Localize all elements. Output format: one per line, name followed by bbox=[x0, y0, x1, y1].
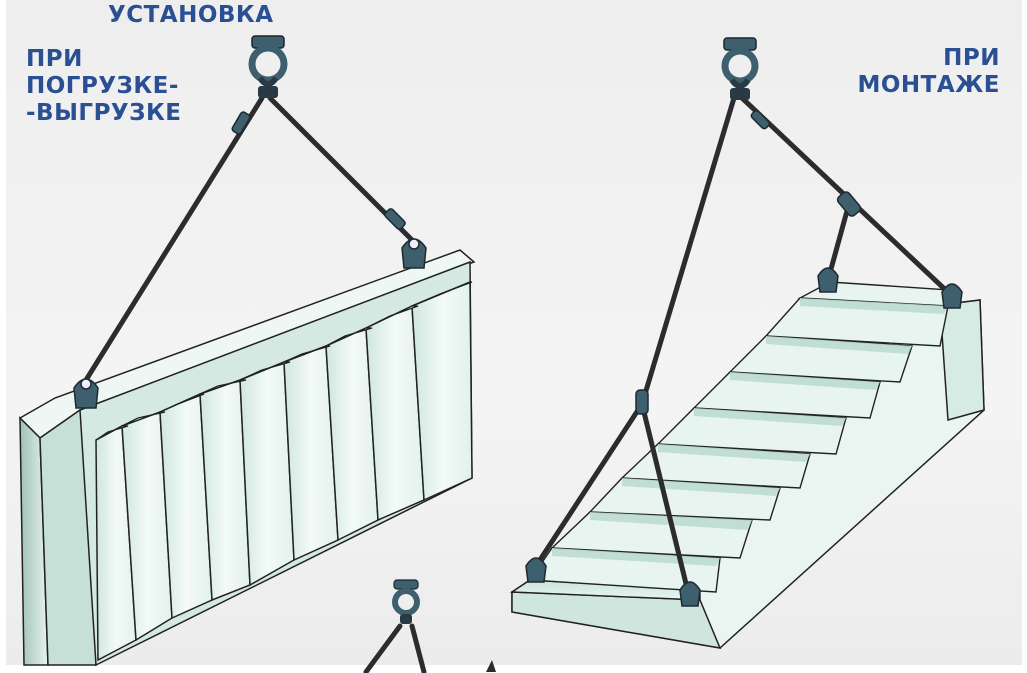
crane-hook-icon bbox=[724, 38, 756, 100]
turnbuckle-icon bbox=[750, 109, 771, 130]
lifting-loop-icon bbox=[74, 379, 98, 408]
turnbuckle-icon bbox=[836, 190, 862, 217]
cropped-fragment bbox=[486, 660, 496, 672]
caption-loading-unloading: ПРИ ПОГРУЗКЕ- -ВЫГРУЗКЕ bbox=[26, 46, 182, 127]
crane-hook-icon bbox=[252, 36, 284, 98]
caption-installation-text: УСТАНОВКА bbox=[108, 2, 274, 29]
caption-loading-line-1: ПРИ bbox=[26, 46, 182, 73]
turnbuckle-icon bbox=[636, 390, 648, 414]
sling-shackle-icon bbox=[942, 284, 962, 308]
right-flight-end-face bbox=[940, 300, 984, 420]
caption-mounting-line-1: ПРИ bbox=[857, 45, 1000, 72]
sling-shackle-icon bbox=[526, 558, 546, 582]
turnbuckle-icon bbox=[384, 208, 407, 231]
caption-loading-line-3: -ВЫГРУЗКЕ bbox=[26, 100, 182, 127]
lifting-loop-icon bbox=[402, 239, 426, 268]
caption-mounting-line-2: МОНТАЖЕ bbox=[857, 72, 1000, 99]
caption-loading-line-2: ПОГРУЗКЕ- bbox=[26, 73, 182, 100]
left-stair-flight bbox=[20, 250, 474, 665]
crane-hook-icon bbox=[394, 580, 418, 624]
right-stair-flight bbox=[512, 282, 984, 648]
sling-shackle-icon bbox=[680, 582, 700, 606]
bottom-crane-hook bbox=[366, 580, 496, 672]
caption-mounting: ПРИ МОНТАЖЕ bbox=[857, 45, 1000, 99]
sling-shackle-icon bbox=[818, 268, 838, 292]
caption-installation: УСТАНОВКА bbox=[108, 2, 274, 29]
